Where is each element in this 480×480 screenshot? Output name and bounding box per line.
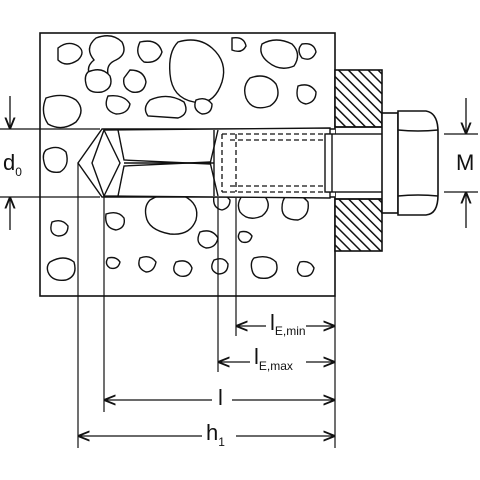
stone (105, 211, 126, 231)
stone (42, 146, 68, 173)
stone (173, 260, 193, 278)
bolt-shank (324, 133, 386, 193)
anchor-sleeve (91, 127, 331, 199)
stone (105, 256, 121, 270)
bolt-head (397, 110, 439, 216)
stone (243, 75, 279, 109)
stone (138, 255, 157, 273)
stone (122, 69, 147, 93)
stone (298, 42, 317, 60)
extension-lines (77, 163, 336, 448)
stone (168, 39, 225, 104)
washer (381, 112, 399, 214)
label-M: M (456, 150, 474, 175)
stone (237, 230, 253, 244)
stone (250, 255, 278, 280)
stone (197, 230, 219, 249)
stone (296, 260, 315, 278)
inner-thread (221, 133, 330, 193)
label-le-min: lE,min (270, 310, 306, 338)
label-d0: d0 (3, 150, 22, 179)
stone (50, 219, 69, 237)
stone (194, 97, 213, 115)
stone (144, 193, 198, 235)
dimension-d0 (0, 96, 100, 230)
stone (46, 257, 76, 282)
fixture-plate (334, 69, 383, 252)
dimension-M (444, 98, 478, 228)
stone (137, 40, 163, 63)
label-le-max: lE,max (254, 344, 293, 373)
stone (231, 36, 247, 53)
stone (296, 84, 317, 105)
label-l: l (218, 385, 223, 410)
stone (42, 94, 82, 129)
stone (105, 94, 131, 115)
label-h1: h1 (206, 420, 225, 449)
stone (144, 95, 187, 119)
stone (260, 39, 299, 69)
stone (211, 257, 229, 275)
stone (57, 42, 83, 65)
stone (84, 69, 112, 94)
stone (281, 194, 309, 221)
